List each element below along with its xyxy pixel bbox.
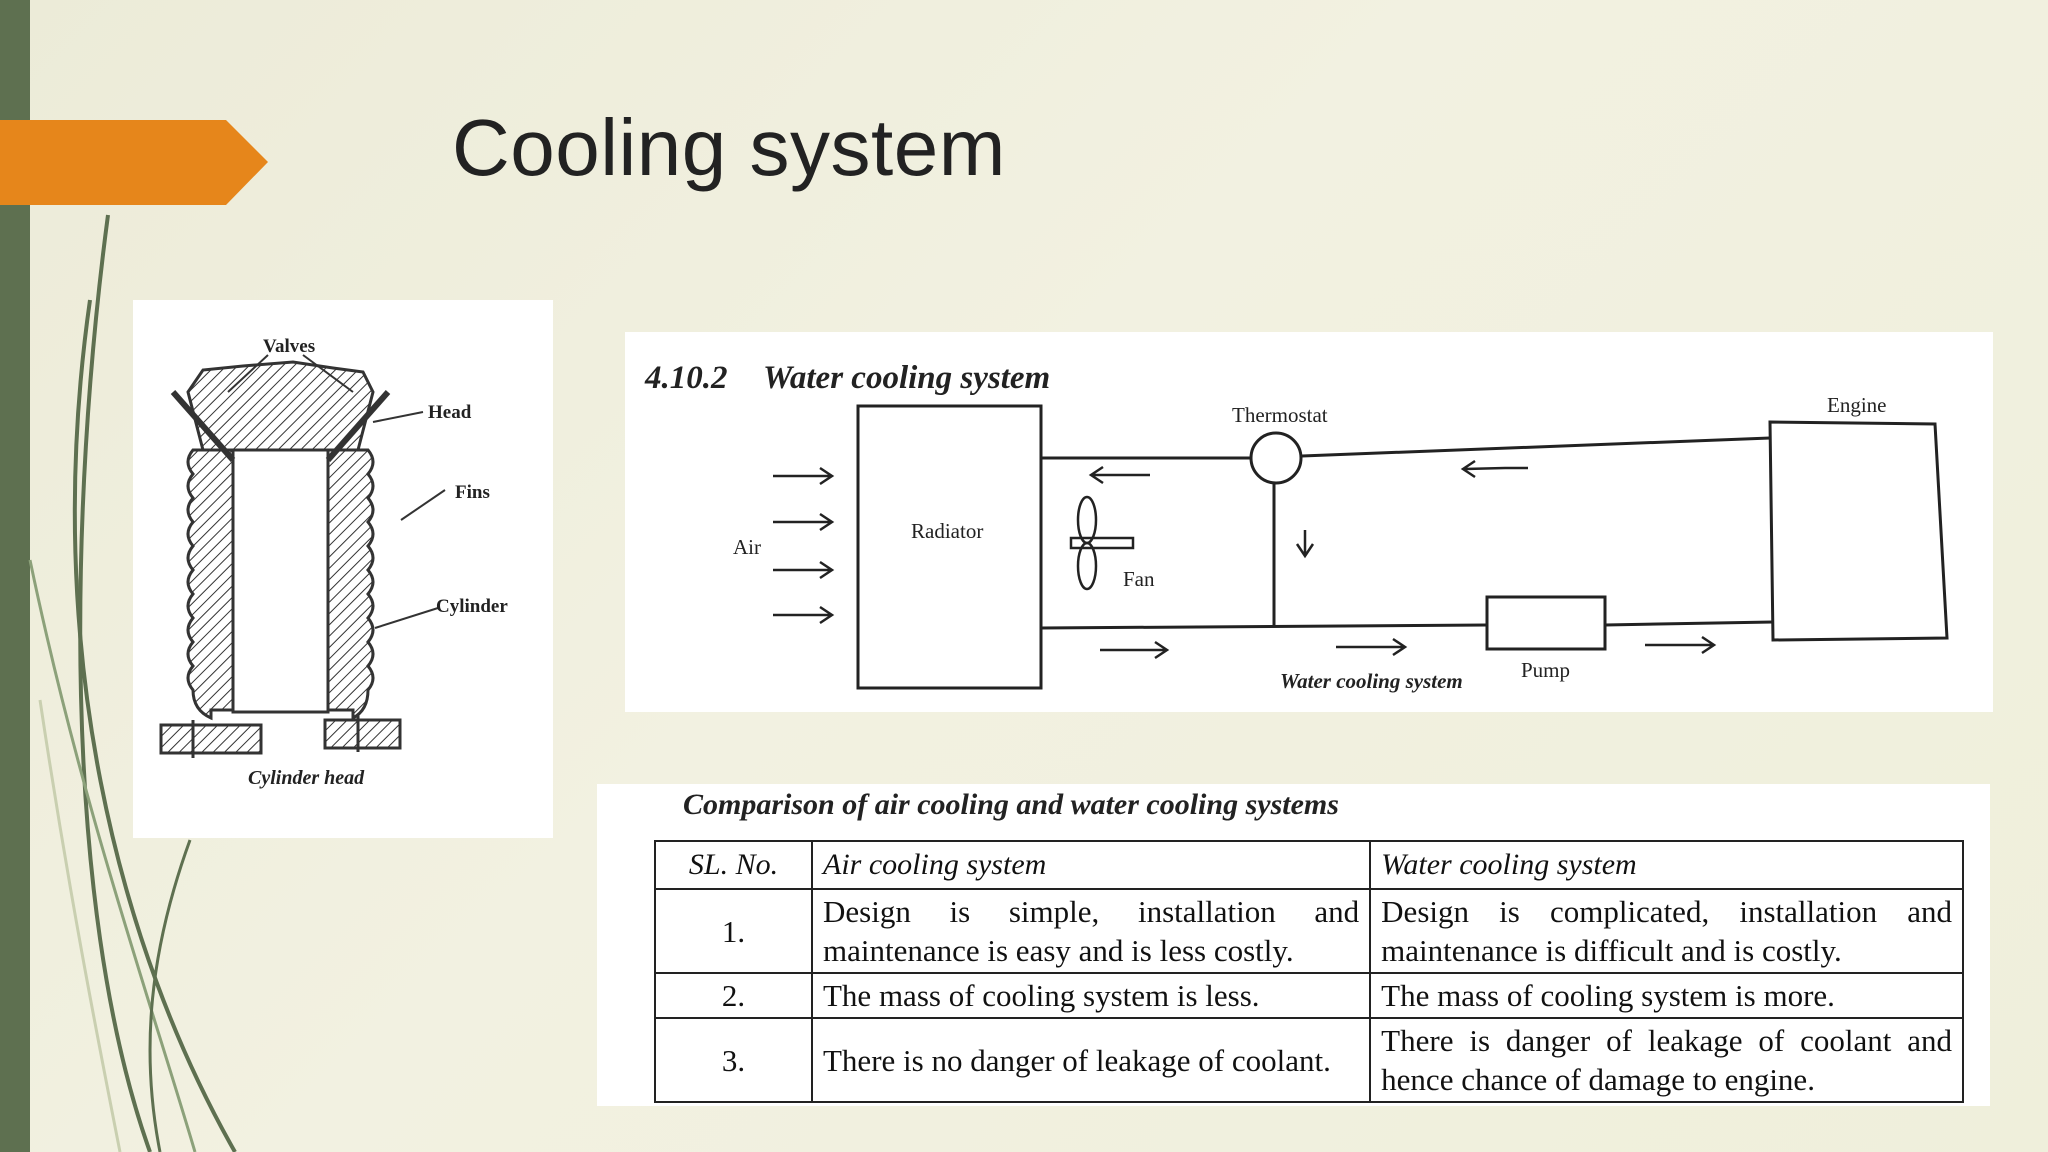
air-cooling-cell: The mass of cooling system is less.	[810, 972, 1372, 1019]
cylinder-label: Cylinder	[436, 596, 508, 617]
table-row: 3. There is no danger of leakage of cool…	[654, 1017, 1964, 1103]
right-valve	[325, 390, 391, 462]
left-valve	[170, 390, 236, 462]
valves-label: Valves	[263, 336, 315, 357]
fan-label: Fan	[1123, 567, 1155, 591]
section-number: 4.10.2	[644, 360, 728, 396]
base-flange-right	[323, 718, 402, 750]
engine-label: Engine	[1827, 393, 1886, 417]
left-fins	[186, 448, 235, 721]
pump-label: Pump	[1521, 658, 1570, 682]
comparison-table: SL. No. Air cooling system Water cooling…	[654, 840, 1964, 1103]
row-number: 1.	[654, 888, 813, 974]
water-cooling-cell: There is danger of leakage of coolant an…	[1369, 1017, 1964, 1103]
row-number: 3.	[654, 1017, 813, 1103]
head-label: Head	[428, 402, 472, 423]
cylinder-head-caption: Cylinder head	[248, 767, 365, 789]
table-row: 1. Design is simple, installation and ma…	[654, 888, 1964, 974]
header-sl-no: SL. No.	[654, 840, 813, 890]
water-cooling-cell: The mass of cooling system is more.	[1369, 972, 1964, 1019]
table-row: 2. The mass of cooling system is less. T…	[654, 972, 1964, 1019]
thermostat-label: Thermostat	[1232, 403, 1328, 427]
section-heading: Water cooling system	[763, 360, 1050, 396]
air-arrows	[773, 466, 835, 625]
pump-box	[1485, 595, 1607, 651]
header-air-cooling: Air cooling system	[810, 840, 1372, 890]
cylinder-bore	[231, 448, 330, 714]
comparison-title: Comparison of air cooling and water cool…	[683, 788, 1339, 821]
decorative-leaf-lines	[28, 214, 237, 1152]
title-arrow-accent	[0, 120, 268, 205]
radiator-label: Radiator	[911, 519, 983, 543]
water-cooling-diagram: 4.10.2 Water cooling system Radiator Air…	[625, 332, 1993, 712]
right-fins	[326, 448, 375, 721]
water-cooling-caption: Water cooling system	[1280, 669, 1463, 693]
air-label: Air	[733, 535, 761, 559]
radiator-box	[856, 404, 1043, 690]
base-flange-left	[159, 723, 263, 755]
air-cooling-cell: Design is simple, installation and maint…	[810, 888, 1372, 974]
fan-icon	[1069, 495, 1135, 591]
engine-box	[1768, 420, 1949, 642]
air-cooling-cell: There is no danger of leakage of coolant…	[810, 1017, 1372, 1103]
slide-title: Cooling system	[452, 103, 1006, 192]
air-cooling-cylinder-diagram: Valves Head Fins Cylinder Cylinder head	[133, 300, 553, 838]
thermostat-circle	[1249, 431, 1303, 485]
header-water-cooling: Water cooling system	[1369, 840, 1964, 890]
table-header-row: SL. No. Air cooling system Water cooling…	[654, 840, 1964, 890]
row-number: 2.	[654, 972, 813, 1019]
water-cooling-cell: Design is complicated, installation and …	[1369, 888, 1964, 974]
flow-arrows	[1088, 459, 1717, 660]
comparison-table-panel: Comparison of air cooling and water cool…	[597, 784, 1990, 1106]
fins-label: Fins	[455, 482, 490, 503]
